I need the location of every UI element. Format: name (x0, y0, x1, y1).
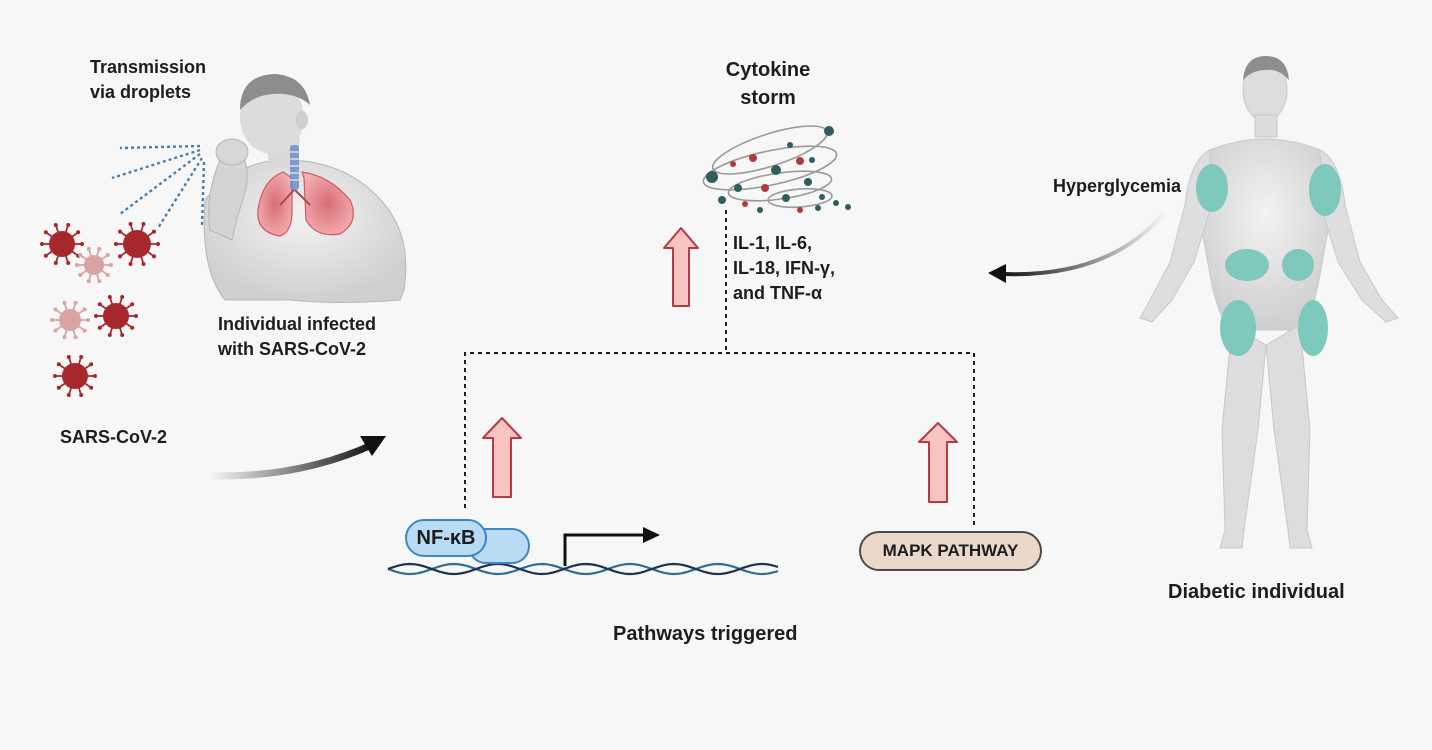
diabetic-individual-label: Diabetic individual (1168, 581, 1345, 603)
virus-icon (94, 294, 138, 338)
mapk-pathway-node: MAPK PATHWAY (859, 531, 1042, 571)
cytokine-particle (706, 171, 718, 183)
hyperglycemia-label: Hyperglycemia (1053, 176, 1182, 196)
virus-icon (50, 300, 90, 340)
cytokine-particle (845, 204, 851, 210)
cytokine-particle (742, 201, 748, 207)
transcription-arrow-icon (563, 527, 660, 566)
virus-icon (75, 246, 113, 284)
cytokine-particle (796, 157, 804, 165)
cytokine-particle (757, 207, 763, 213)
cytokine-particle (824, 126, 834, 136)
up-arrow-icon (918, 422, 958, 503)
curved-arrow-icon (1000, 210, 1167, 277)
virus-icon (40, 222, 84, 266)
virus-icon (114, 222, 160, 266)
cytokine-particle (718, 196, 726, 204)
curved-arrow-icon (206, 440, 378, 480)
cytokine-particle (771, 165, 781, 175)
cytokine-particle (734, 184, 742, 192)
dna-icon (387, 562, 779, 576)
cytokine-swirl-icon (702, 125, 838, 209)
pathway-connector (464, 210, 975, 525)
cytokine-particle (804, 178, 812, 186)
curved-arrow-head (360, 436, 386, 456)
nfkb-node: NF-κB (405, 519, 487, 557)
cytokine-particle (819, 194, 825, 200)
virus-label: SARS-CoV-2 (60, 427, 168, 447)
virus-group (40, 222, 160, 398)
diabetic-person-icon (1139, 56, 1399, 549)
cytokine-particle (833, 200, 839, 206)
cytokine-storm-label: Cytokine storm (725, 59, 811, 109)
pathways-triggered-label: Pathways triggered (613, 623, 798, 645)
curved-arrow-head (988, 264, 1006, 283)
cytokine-particle (730, 161, 736, 167)
transmission-label: Transmission via droplets (90, 57, 207, 102)
cytokine-particle (761, 184, 769, 192)
infected-label: Individual infected with SARS-CoV-2 (218, 314, 377, 359)
cytokine-particle (787, 142, 793, 148)
cytokine-particle (749, 154, 757, 162)
up-arrow-icon (482, 417, 522, 498)
droplet-spray-icon (111, 144, 206, 229)
injection-site-spots (1196, 164, 1341, 356)
virus-icon (53, 354, 97, 398)
up-arrow-icon (663, 227, 699, 307)
cytokine-particle (809, 157, 815, 163)
cytokine-particle (815, 205, 821, 211)
cytokine-list-label: IL-1, IL-6, IL-18, IFN-γ, and TNF-α (733, 233, 836, 303)
cytokine-particles (706, 126, 851, 213)
person-coughing-icon (203, 74, 407, 303)
cytokine-particle (797, 207, 803, 213)
cytokine-particle (782, 194, 790, 202)
